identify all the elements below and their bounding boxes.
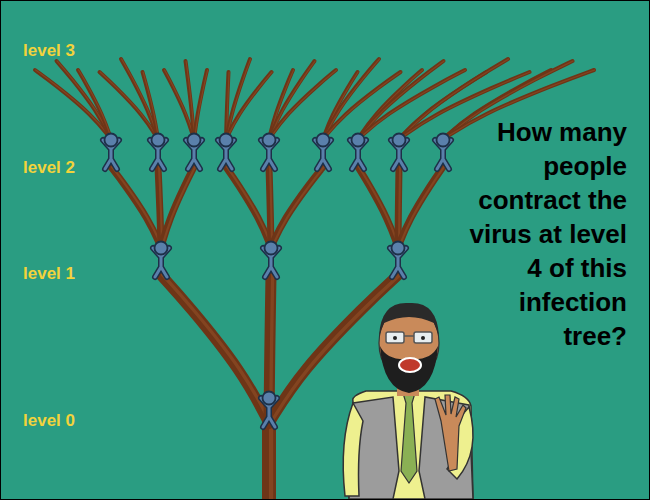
- branch-texture: [359, 167, 399, 247]
- tree-branch: [121, 59, 158, 139]
- level-label: level 1: [23, 264, 75, 284]
- tree-branch: [226, 167, 271, 247]
- stick-figure: [218, 134, 234, 170]
- people: [103, 134, 451, 428]
- tree-branch: [161, 275, 269, 423]
- branch-texture: [227, 72, 273, 139]
- level-label: level 2: [23, 158, 75, 178]
- tree-branch: [262, 425, 276, 499]
- stick-figure: [153, 242, 169, 278]
- branch-texture: [272, 167, 324, 247]
- level-label: level 3: [23, 41, 75, 61]
- stick-figure: [103, 134, 119, 170]
- branch-texture: [143, 72, 159, 139]
- branch-texture: [269, 425, 273, 499]
- tree-branch: [111, 167, 161, 247]
- question-text: How many people contract the virus at le…: [459, 115, 627, 353]
- branch-texture: [227, 167, 272, 247]
- stick-figure: [263, 242, 279, 278]
- level-label: level 0: [23, 411, 75, 431]
- branch-texture: [399, 167, 444, 247]
- tree-branch: [358, 167, 398, 247]
- branch-texture: [112, 167, 162, 247]
- branch-texture: [163, 275, 271, 423]
- tree-branch: [186, 61, 195, 139]
- presenter-figure: [343, 303, 473, 499]
- tree-branch: [226, 59, 250, 139]
- stick-figure: [391, 134, 407, 170]
- branch-texture: [162, 167, 195, 247]
- stick-figure: [150, 134, 166, 170]
- stick-figure: [315, 134, 331, 170]
- tree-branch: [100, 72, 159, 139]
- branch-texture: [195, 70, 208, 139]
- branch-texture: [270, 167, 272, 247]
- branch-texture: [122, 59, 159, 139]
- tree-branch: [194, 70, 207, 139]
- stick-figure: [390, 242, 406, 278]
- tree-branch: [226, 72, 272, 139]
- branch-texture: [100, 72, 159, 139]
- tree-branch: [143, 72, 159, 139]
- stick-figure: [435, 134, 451, 170]
- stick-figure: [186, 134, 202, 170]
- branch-texture: [186, 61, 195, 139]
- stick-figure: [261, 392, 277, 428]
- stick-figure: [261, 134, 277, 170]
- branch-texture: [57, 61, 112, 139]
- stick-figure: [350, 134, 366, 170]
